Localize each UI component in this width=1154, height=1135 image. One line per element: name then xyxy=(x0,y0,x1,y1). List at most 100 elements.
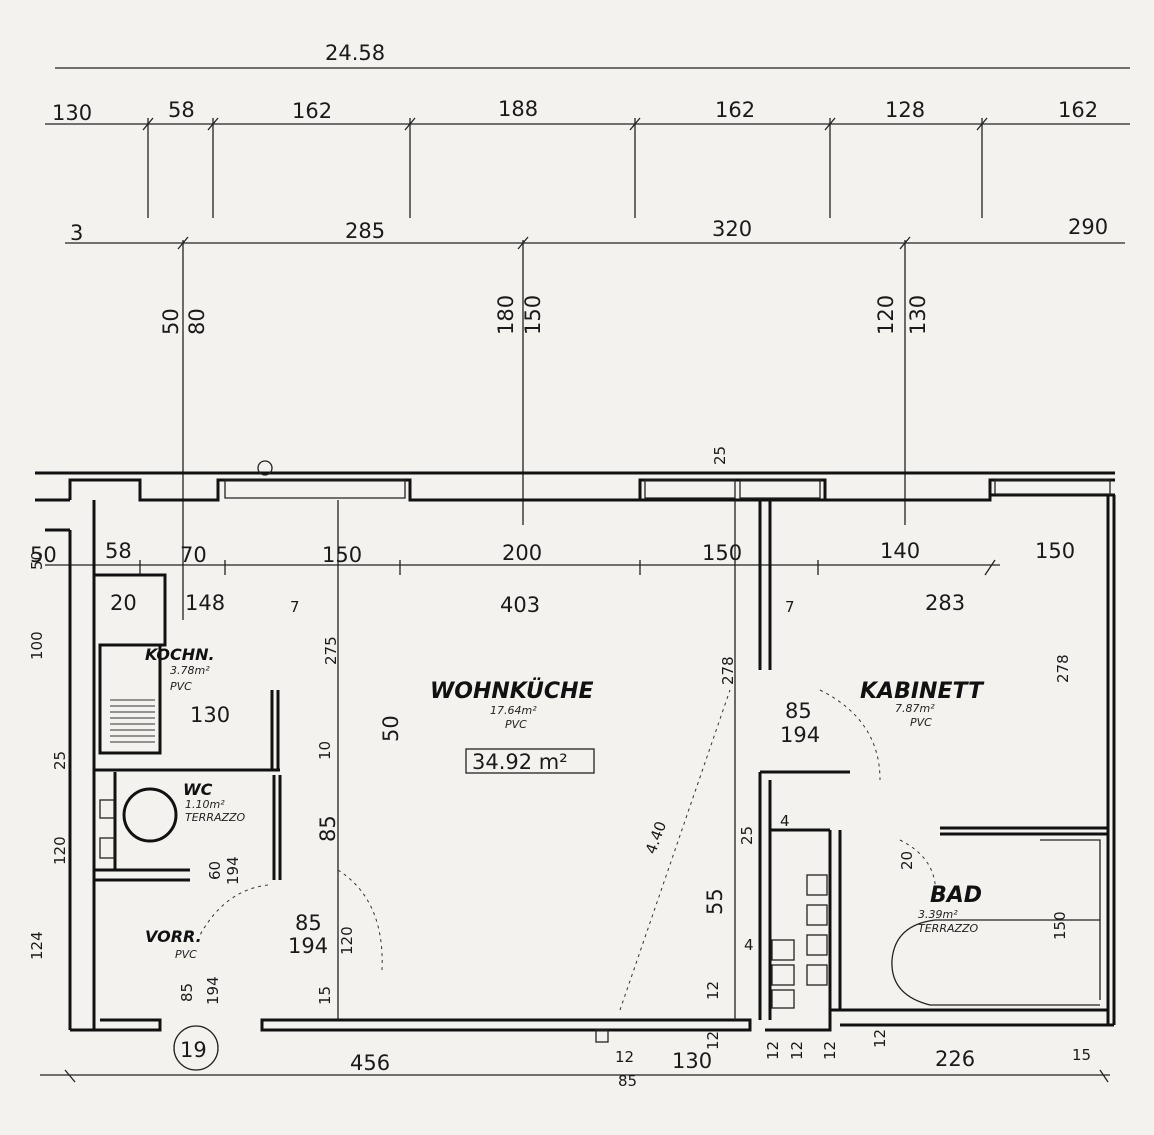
dim-in-7: 150 xyxy=(1035,539,1075,563)
dim-w-0: 20 xyxy=(110,591,137,615)
dim-in-2: 70 xyxy=(180,543,207,567)
dim-m-22: 4 xyxy=(780,812,790,830)
dim-m-20: 55 xyxy=(703,888,727,915)
dim-r2-1: 285 xyxy=(345,219,385,243)
room-hall-name: VORR. xyxy=(145,927,202,946)
dim-b-1: 12 xyxy=(615,1048,634,1066)
dim-m-21: 25 xyxy=(738,826,756,845)
dim-v-0a: 50 xyxy=(159,308,183,335)
unit-number: 19 xyxy=(180,1038,207,1062)
dim-m-10: 10 xyxy=(316,741,334,760)
dim-m-29: 12 xyxy=(788,1041,806,1060)
dim-overall: 24.58 xyxy=(325,41,385,65)
dim-b-4: 15 xyxy=(1072,1046,1091,1064)
dim-m-25: 150 xyxy=(1051,911,1069,940)
dim-b-5: 85 xyxy=(618,1072,637,1090)
dim-r1-5: 128 xyxy=(885,98,925,122)
room-cabinet-name: KABINETT xyxy=(860,679,985,704)
door-swing-living xyxy=(337,869,383,971)
dim-m-16: 120 xyxy=(338,926,356,955)
dim-b-2: 130 xyxy=(672,1049,712,1073)
dim-m-28: 12 xyxy=(764,1041,782,1060)
dim-r1-4: 162 xyxy=(715,98,755,122)
dim-r2-3: 290 xyxy=(1068,215,1108,239)
room-labels: KOCHN. 3.78m² PVC WOHNKÜCHE 17.64m² PVC … xyxy=(145,645,985,1062)
dim-m-13: 194 xyxy=(224,856,242,885)
dim-v-1a: 180 xyxy=(494,295,518,335)
dim-w-3: 283 xyxy=(925,591,965,615)
unit-number-circle xyxy=(173,1025,219,1071)
dim-in-4: 200 xyxy=(502,541,542,565)
dim-m-17: 15 xyxy=(316,986,334,1005)
dim-in-5: 150 xyxy=(702,541,742,565)
room-wc-name: WC xyxy=(183,780,213,799)
dim-m-0: 7 xyxy=(290,598,300,616)
dim-m-2: 25 xyxy=(711,446,729,465)
dim-r1-0: 130 xyxy=(52,101,92,125)
dimension-labels: 24.58 130 58 162 188 162 128 162 3 285 3… xyxy=(28,41,1108,1090)
dim-m-12: 60 xyxy=(206,861,224,880)
dim-m-4: 278 xyxy=(719,656,737,685)
dim-r1-1: 58 xyxy=(168,98,195,122)
dim-l-1: 100 xyxy=(28,631,46,660)
room-wc-area: 1.10m² xyxy=(185,798,225,811)
dim-m-5: 278 xyxy=(1054,654,1072,683)
dim-w-2: 403 xyxy=(500,593,540,617)
dim-b-3: 226 xyxy=(935,1047,975,1071)
dim-m-11: 85 xyxy=(316,815,340,842)
dim-v-1b: 150 xyxy=(521,295,545,335)
dim-v-0b: 80 xyxy=(185,308,209,335)
dim-m-9: 50 xyxy=(379,715,403,742)
dim-l-3: 120 xyxy=(51,836,69,865)
dim-m-8: 194 xyxy=(780,723,820,747)
dim-w-1: 148 xyxy=(185,591,225,615)
dim-m-6: 130 xyxy=(190,703,230,727)
dim-m-7: 85 xyxy=(785,699,812,723)
dim-m-24: 20 xyxy=(898,851,916,870)
dim-in-6: 140 xyxy=(880,539,920,563)
dim-l-0: 50 xyxy=(28,551,46,570)
dim-m-30: 12 xyxy=(821,1041,839,1060)
room-living-area: 17.64m² xyxy=(490,704,537,717)
dim-in-1: 58 xyxy=(105,539,132,563)
dim-m-26: 12 xyxy=(704,981,722,1000)
dim-v-2b: 130 xyxy=(906,295,930,335)
door-swing-bath xyxy=(899,839,937,901)
room-cabinet-area: 7.87m² xyxy=(895,702,935,715)
dim-r1-6: 162 xyxy=(1058,98,1098,122)
door-swing-hall xyxy=(199,884,269,936)
dim-r1-3: 188 xyxy=(498,97,538,121)
dim-r2-0: 3 xyxy=(70,221,83,245)
room-cabinet-floor: PVC xyxy=(910,716,932,729)
toilet-icon xyxy=(122,787,178,843)
dim-r2-2: 320 xyxy=(712,217,752,241)
dim-in-3: 150 xyxy=(322,543,362,567)
room-kitchen-area: 3.78m² xyxy=(170,664,210,677)
dim-m-1: 7 xyxy=(785,598,795,616)
dim-m-14: 85 xyxy=(295,911,322,935)
dim-m-18: 85 xyxy=(178,983,196,1002)
dim-r1-2: 162 xyxy=(292,99,332,123)
total-area: 34.92 m² xyxy=(472,750,568,774)
room-kitchen-name: KOCHN. xyxy=(145,645,215,664)
walls xyxy=(35,460,1116,1071)
dim-m-23: 4 xyxy=(744,936,754,954)
dim-b-0: 456 xyxy=(350,1051,390,1075)
room-living-name: WOHNKÜCHE xyxy=(430,678,594,704)
room-bath-floor: TERRAZZO xyxy=(918,922,979,935)
room-living-floor: PVC xyxy=(505,718,527,731)
room-wc-floor: TERRAZZO xyxy=(185,811,246,824)
stove-hatch xyxy=(110,699,155,743)
room-kitchen-floor: PVC xyxy=(170,680,192,693)
room-bath-name: BAD xyxy=(930,883,982,908)
diagonal-length: 4.40 xyxy=(642,819,670,857)
dim-m-27: 12 xyxy=(704,1031,722,1050)
dimension-lines xyxy=(40,67,1130,1083)
dim-m-15: 194 xyxy=(288,934,328,958)
dim-m-31: 12 xyxy=(871,1029,889,1048)
dim-l-4: 124 xyxy=(28,931,46,960)
dim-m-3: 275 xyxy=(322,636,340,665)
room-hall-floor: PVC xyxy=(175,948,197,961)
dim-l-2: 25 xyxy=(51,751,69,770)
